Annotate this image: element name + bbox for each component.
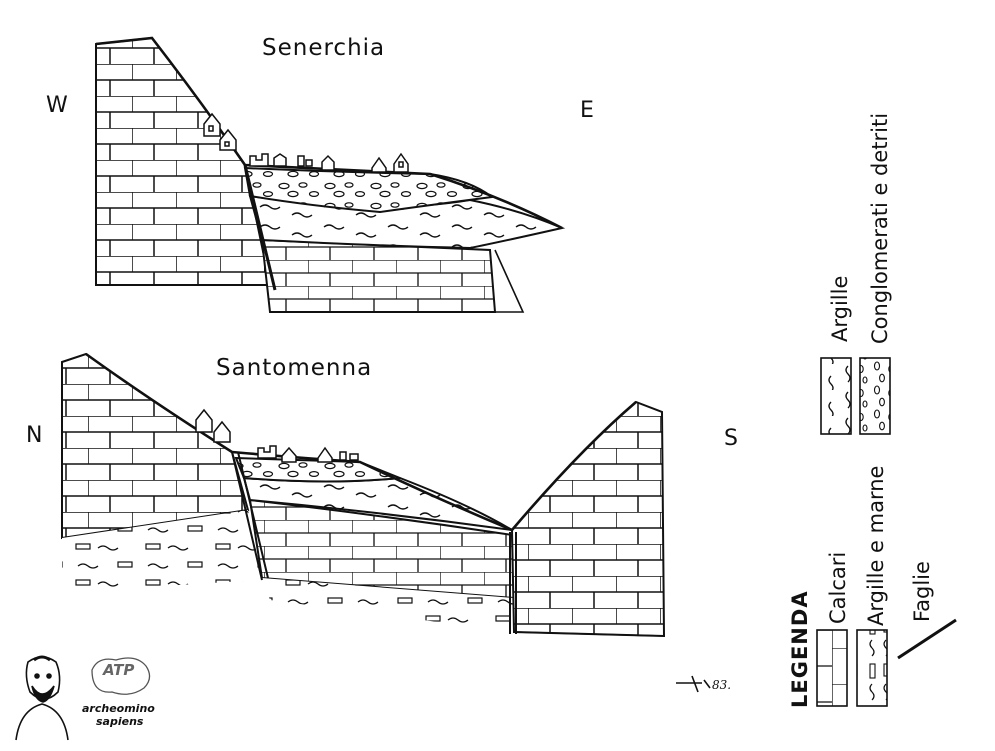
logo-line-2: sapiens (96, 715, 144, 728)
legend-swatches (816, 357, 957, 707)
legend-label-argille-e-marne: Argille e marne (864, 465, 888, 626)
direction-south: S (724, 426, 738, 451)
limestone-block-north (61, 352, 250, 540)
archeomino-logo (15, 655, 151, 741)
fault-line-south (509, 532, 517, 634)
fault-line (243, 164, 277, 291)
marl-layer-central (262, 578, 514, 632)
logo-stamp-text: ATP (103, 661, 135, 679)
limestone-block-east (260, 238, 497, 313)
legend-swatch-argille (820, 357, 852, 435)
legend-swatch-faglie (897, 618, 957, 660)
legend-label-faglie: Faglie (910, 561, 934, 622)
legend-swatch-argille-e-marne (856, 629, 888, 707)
terrain-profile-bottom (85, 352, 637, 532)
village-houses-bottom (195, 408, 359, 463)
direction-east: E (580, 98, 594, 123)
village-houses (203, 112, 409, 173)
marl-layer-north (62, 510, 262, 592)
legend-heading: LEGENDA (788, 590, 812, 708)
section-senerchia (95, 36, 566, 313)
limestone-block-south (510, 400, 666, 638)
section-title-santomenna: Santomenna (216, 355, 373, 381)
bearded-man-icon (15, 655, 69, 741)
signature-date: 83. (712, 678, 732, 692)
legend-label-conglomerati-e-detriti: Conglomerati e detriti (868, 112, 892, 344)
logo-line-1: archeomino (82, 702, 155, 715)
fault-line-north (231, 451, 269, 581)
legend-label-argille: Argille (828, 275, 852, 342)
section-title-senerchia: Senerchia (262, 35, 386, 61)
atp-stamp-icon (91, 657, 151, 695)
section-santomenna (61, 352, 666, 638)
legend-swatch-conglomerati (859, 357, 891, 435)
direction-north: N (26, 423, 43, 448)
signature-mark (676, 675, 711, 693)
direction-west: W (46, 93, 68, 118)
legend-label-calcari: Calcari (826, 551, 850, 624)
legend-swatch-calcari (816, 629, 848, 707)
